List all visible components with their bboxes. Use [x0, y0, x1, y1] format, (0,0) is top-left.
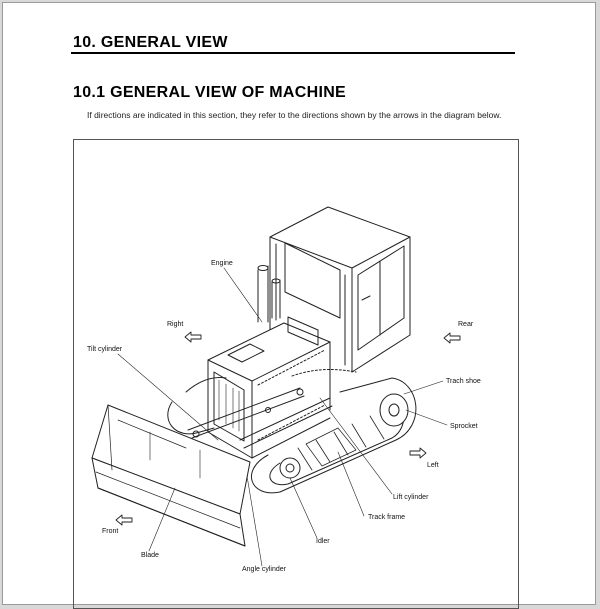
intro-paragraph: If directions are indicated in this sect…	[73, 109, 518, 121]
label-track-frame: Track frame	[368, 514, 405, 521]
subsection-title: 10.1 GENERAL VIEW OF MACHINE	[73, 84, 347, 101]
section-title-rule	[71, 52, 515, 54]
label-rear: Rear	[458, 321, 474, 328]
cab-drawing	[269, 206, 411, 373]
section-title: 10. GENERAL VIEW	[73, 34, 228, 51]
label-blade: Blade	[141, 552, 159, 559]
exhaust-pipe-drawing	[257, 265, 281, 323]
arrow-front	[115, 514, 133, 526]
intro-text: If directions are indicated in this sect…	[87, 110, 502, 120]
arrow-rear	[443, 332, 461, 344]
arrow-right	[184, 331, 202, 343]
label-engine: Engine	[211, 260, 233, 267]
label-lift-cylinder: Lift cylinder	[393, 494, 429, 501]
blade-drawing	[91, 404, 251, 547]
arrow-left	[409, 447, 427, 459]
engine-hood-drawing	[207, 316, 331, 459]
direction-arrows	[115, 331, 461, 526]
track-drawing	[250, 369, 417, 494]
cylinder-drawing	[187, 387, 333, 449]
label-sprocket: Sprocket	[450, 423, 478, 430]
label-angle-cylinder: Angle cylinder	[242, 566, 287, 573]
label-left: Left	[427, 462, 439, 469]
label-idler: Idler	[316, 538, 330, 545]
label-right: Right	[167, 321, 183, 328]
label-front: Front	[102, 528, 118, 535]
label-tilt-cylinder: Tilt cylinder	[87, 346, 123, 353]
leader-lines	[117, 267, 448, 567]
label-track-shoe: Trach shoe	[446, 378, 481, 385]
far-track-drawing	[167, 377, 227, 435]
